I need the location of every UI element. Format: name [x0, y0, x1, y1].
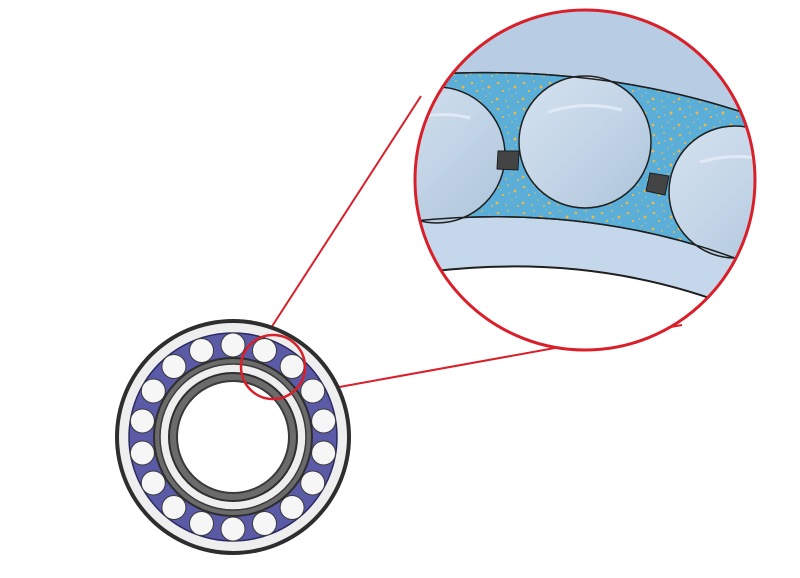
bearing-roller	[300, 378, 326, 404]
bearing-roller	[311, 408, 337, 434]
bearing-roller	[189, 338, 214, 363]
bearing-roller	[220, 332, 246, 358]
zoom-roller-center-highlight	[547, 103, 623, 114]
bearing-roller	[161, 495, 187, 520]
bearing-roller	[161, 354, 187, 379]
bearing-roller	[252, 511, 277, 536]
callout-circle-small	[239, 333, 307, 401]
bearing-roller	[220, 516, 246, 542]
bearing-roller	[279, 495, 305, 520]
bearing-roller	[140, 470, 166, 496]
zoom-roller-left	[415, 86, 506, 224]
callout-circle-large	[413, 8, 757, 352]
bearing-roller	[252, 338, 277, 363]
bearing-roller	[311, 440, 337, 466]
bearing-roller	[140, 378, 166, 404]
bearing-bore	[176, 380, 290, 494]
zoom-detail	[415, 10, 755, 350]
bearing-roller	[189, 511, 214, 536]
callout-line-upper	[257, 95, 422, 349]
cage-separator-left	[496, 150, 520, 171]
zoom-inner-raceway-line	[415, 216, 755, 271]
bearing-roller	[129, 440, 155, 466]
bearing	[115, 319, 351, 555]
bearing-rollers	[129, 332, 337, 542]
zoom-roller-center	[518, 75, 652, 209]
bearing-roller	[300, 470, 326, 496]
cage-separator-right	[645, 172, 670, 196]
zoom-roller-right-highlight	[699, 154, 755, 164]
bearing-roller	[279, 354, 305, 379]
zoom-outer-raceway-line	[415, 71, 755, 121]
zoom-roller-right	[668, 125, 755, 259]
bearing-roller	[129, 408, 155, 434]
